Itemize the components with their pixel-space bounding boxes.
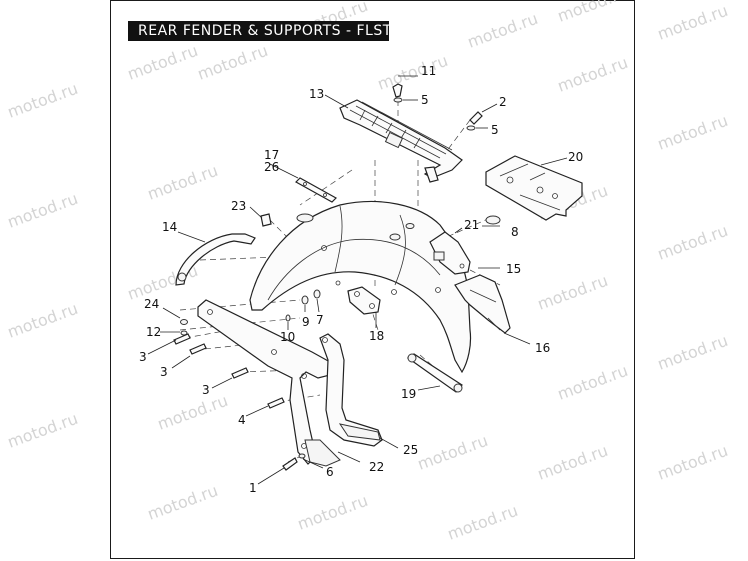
watermark: motod.ru [5,409,80,452]
callout-14: 14 [162,220,177,234]
watermark: motod.ru [5,189,80,232]
callout-3a: 3 [139,350,147,364]
washer-24 [180,319,188,325]
watermark: motod.ru [445,501,520,544]
bolt-4 [267,397,285,409]
leader-lines [147,75,568,485]
watermark: motod.ru [655,111,730,154]
callout-17: 17 [264,148,279,162]
callout-23: 23 [231,199,246,213]
callout-19: 19 [401,387,416,401]
watermark: motod.ru [655,1,730,44]
watermark: motod.ru [125,41,200,84]
callout-20: 20 [568,150,583,164]
watermark: motod.ru [5,79,80,122]
watermark: motod.ru [145,481,220,524]
nut-9 [301,295,309,305]
watermark: motod.ru [145,161,220,204]
bolt-3c [231,367,249,379]
nut-23 [260,213,272,227]
callout-2: 2 [499,95,507,109]
diagram-frame [110,0,635,559]
watermark: motod.ru [375,51,450,94]
callout-25: 25 [403,443,418,457]
watermark: motod.ru [555,53,630,96]
watermark: motod.ru [535,441,610,484]
watermark: motod.ru [655,331,730,374]
screw-2 [469,111,483,125]
washer [485,215,501,225]
callout-24: 24 [144,297,159,311]
callout-11: 11 [421,64,436,78]
support-plates [304,423,381,467]
watermark: motod.ru [465,9,540,52]
bracket-plate [485,155,583,221]
grab-rail [175,233,256,286]
washer-5b [466,125,476,131]
callout-26: 26 [264,160,279,174]
taillight-bracket [429,231,471,275]
watermark: motod.ru [555,361,630,404]
callout-16: 16 [535,341,550,355]
washer-6 [298,453,306,459]
watermark: motod.ru [555,0,630,26]
watermark: motod.ru [295,491,370,534]
luggage-rack [339,99,463,183]
callout-6: 6 [326,465,334,479]
callout-21: 21 [464,218,479,232]
callout-4: 4 [238,413,246,427]
callout-labels: 11 5 13 2 5 20 17 26 23 14 21 8 15 16 24… [139,64,583,495]
callout-3c: 3 [202,383,210,397]
watermark: motod.ru [655,441,730,484]
callout-18: 18 [369,329,384,343]
diagram-title: REAR FENDER & SUPPORTS - FLSTN [128,21,402,41]
watermark: motod.ru [195,41,270,84]
fender-bracket [347,286,381,315]
washer-12 [180,330,188,336]
rear-fender [249,200,472,374]
callout-22: 22 [369,460,384,474]
fasteners [173,83,483,471]
callout-5a: 5 [421,93,429,107]
callout-7: 7 [316,313,324,327]
fender-extension [454,274,511,334]
watermark: motod.ru [5,299,80,342]
callout-10: 10 [280,330,295,344]
bolt-1 [282,457,298,471]
watermark: motod.ru [655,221,730,264]
callout-13: 13 [309,87,324,101]
callout-5b: 5 [491,123,499,137]
support-rod [406,353,463,393]
callout-15: 15 [506,262,521,276]
watermark: motod.ru [155,391,230,434]
callout-3b: 3 [160,365,168,379]
watermark: motod.ru [535,271,610,314]
callout-1: 1 [249,481,257,495]
washer-7 [313,289,321,299]
mounting-strip [295,177,337,203]
watermark: motod.ru [415,431,490,474]
washer-5 [393,97,403,103]
callout-9: 9 [302,315,310,329]
bolt-3a [173,333,191,345]
bolt-10 [285,314,291,322]
callout-12: 12 [146,325,161,339]
bolt-3b [189,343,207,355]
fender-support-left [197,299,335,465]
callout-8: 8 [511,225,519,239]
screw-11 [392,83,403,98]
